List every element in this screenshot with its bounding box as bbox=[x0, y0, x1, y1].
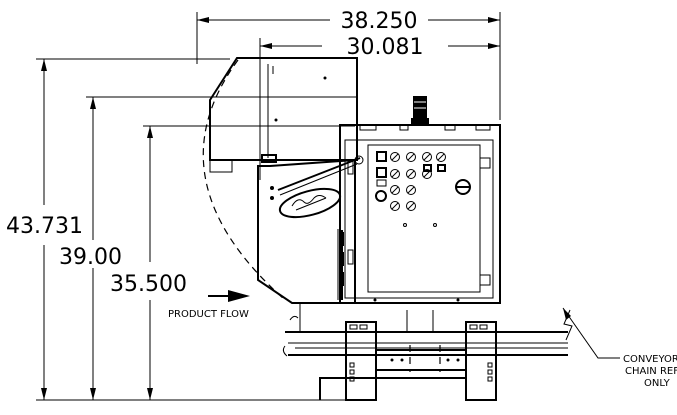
dimension-overall-height: 43.731 bbox=[6, 58, 230, 400]
gas-spring bbox=[277, 155, 364, 196]
dim-43-731: 43.731 bbox=[6, 214, 83, 239]
conveyor-note-line-3: ONLY bbox=[644, 378, 671, 389]
conveyor bbox=[282, 303, 573, 401]
dim-35-500: 35.500 bbox=[110, 272, 187, 297]
control-buttons bbox=[375, 151, 471, 227]
dimension-mid-height: 39.00 bbox=[59, 96, 358, 400]
dimension-overall-width: 38.250 bbox=[196, 9, 501, 120]
dimension-frame-width: 30.081 bbox=[259, 35, 500, 180]
door-swing-arc bbox=[202, 59, 286, 301]
product-flow-label: PRODUCT FLOW bbox=[168, 309, 249, 320]
conveyor-chain-note: CONVEYOR CHAIN REF. ONLY bbox=[562, 307, 677, 389]
conveyor-note-line-1: CONVEYOR bbox=[623, 354, 677, 365]
conveyor-note-line-2: CHAIN REF. bbox=[625, 366, 677, 377]
dimension-short-height: 35.500 bbox=[110, 125, 355, 400]
brand-logo bbox=[278, 187, 342, 219]
dim-30-081: 30.081 bbox=[347, 35, 424, 60]
stack-light bbox=[411, 96, 429, 125]
hood-cover bbox=[209, 57, 358, 304]
dim-38-250: 38.250 bbox=[341, 9, 418, 34]
dim-39-00: 39.00 bbox=[59, 245, 122, 270]
control-cabinet bbox=[339, 124, 501, 304]
product-flow-arrow: PRODUCT FLOW bbox=[168, 290, 250, 320]
